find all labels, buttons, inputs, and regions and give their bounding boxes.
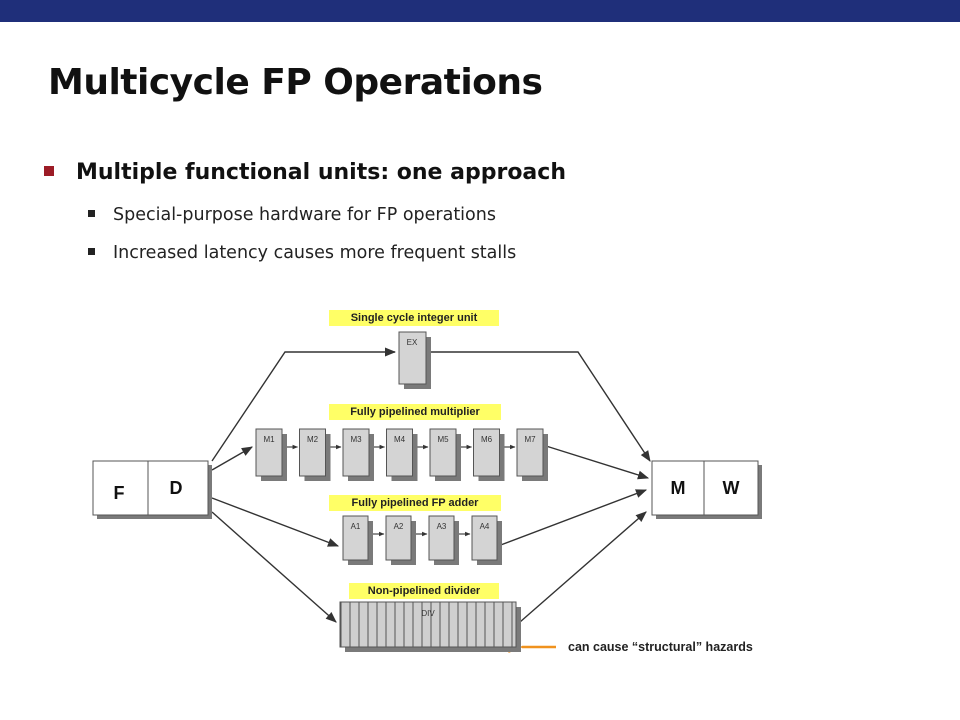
box-face	[386, 428, 413, 477]
small-square-bullet-icon	[88, 210, 95, 217]
main-bullet-text: Multiple functional units: one approach	[76, 160, 566, 185]
label-multiplier: Fully pipelined multiplier	[329, 404, 501, 420]
stage-a4-label: A4	[480, 522, 490, 531]
box-face	[471, 515, 498, 561]
sub-bullet-text: Increased latency causes more frequent s…	[113, 243, 517, 263]
stage-div	[339, 601, 521, 652]
stage-a1	[342, 515, 373, 565]
stage-m5	[429, 428, 461, 481]
box-face	[339, 601, 517, 648]
square-bullet-icon	[44, 166, 54, 176]
stage-a2	[385, 515, 416, 565]
box-face	[299, 428, 326, 477]
box-face	[398, 331, 427, 385]
wire-d-to-a1	[211, 497, 340, 547]
stage-d-label: D	[170, 478, 183, 498]
stage-a4	[471, 515, 502, 565]
wire-div-to-m	[519, 511, 647, 623]
stage-m1	[255, 428, 287, 481]
stage-m2	[299, 428, 331, 481]
label-divider: Non-pipelined divider	[349, 583, 499, 599]
wire-a4-to-m	[497, 489, 648, 547]
stage-m6	[473, 428, 505, 481]
box-face	[255, 428, 283, 477]
box-face	[651, 460, 759, 516]
small-square-bullet-icon	[88, 248, 95, 255]
box-face	[473, 428, 500, 477]
stage-m2-label: M2	[307, 435, 319, 444]
wire-d-to-m1	[211, 446, 253, 471]
stage-m6-label: M6	[481, 435, 493, 444]
stage-div-label: DIV	[421, 609, 435, 618]
sub-bullet-1: Special-purpose hardware for FP operatio…	[88, 205, 496, 225]
stage-m7-label: M7	[524, 435, 536, 444]
box-face	[92, 460, 209, 516]
box-face	[385, 515, 412, 561]
stage-a2-label: A2	[394, 522, 404, 531]
box-face	[428, 515, 455, 561]
stage-m1-label: M1	[263, 435, 275, 444]
wire-m7-to-m	[545, 445, 650, 480]
back-stage-box	[651, 460, 762, 519]
box-face	[342, 515, 369, 561]
sub-bullet-text: Special-purpose hardware for FP operatio…	[113, 205, 496, 225]
stage-m3	[342, 428, 374, 481]
connection-wires	[211, 347, 651, 653]
front-stage-box	[92, 460, 212, 519]
wire-d-to-ex	[211, 347, 397, 462]
slide-title: Multicycle FP Operations	[48, 62, 543, 103]
box-face	[516, 428, 544, 477]
stage-a3-label: A3	[437, 522, 447, 531]
label-fp-adder: Fully pipelined FP adder	[329, 495, 501, 511]
stage-m7	[516, 428, 548, 481]
stage-a3	[428, 515, 459, 565]
stage-a1-label: A1	[351, 522, 361, 531]
stage-m3-label: M3	[350, 435, 362, 444]
stage-ex	[398, 331, 431, 389]
stage-ex-label: EX	[407, 338, 418, 347]
sub-bullet-2: Increased latency causes more frequent s…	[88, 243, 516, 263]
stage-w-label: W	[723, 478, 740, 498]
box-face	[342, 428, 370, 477]
stage-m4-label: M4	[394, 435, 406, 444]
wire-d-to-div	[211, 511, 337, 623]
structural-hazard-note: can cause “structural” hazards	[568, 640, 753, 654]
wire-ex-to-m	[430, 351, 651, 462]
stage-m-label: M	[671, 478, 686, 498]
box-face	[429, 428, 457, 477]
stage-m4	[386, 428, 418, 481]
main-bullet: Multiple functional units: one approach	[44, 160, 566, 185]
label-integer-unit: Single cycle integer unit	[329, 310, 499, 326]
stage-m5-label: M5	[437, 435, 449, 444]
header-bar	[0, 0, 960, 22]
stage-f-label: F	[114, 483, 125, 503]
